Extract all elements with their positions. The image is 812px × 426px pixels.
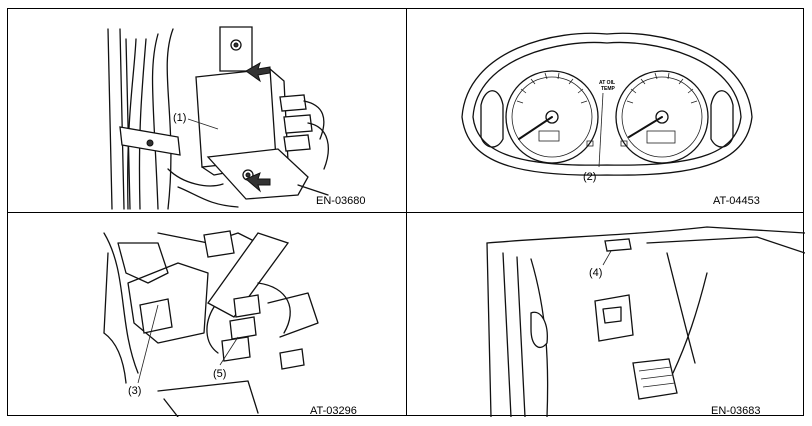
panel-tcm-unit: (1) EN-03680 xyxy=(8,9,406,212)
at-oil-temp-label: AT OIL xyxy=(599,80,616,86)
figure-code: AT-03296 xyxy=(310,405,357,417)
grid-divider-horizontal xyxy=(8,212,803,213)
panel-combination-meter: AT OIL TEMP (2) AT-04453 xyxy=(407,9,805,212)
figure-code: EN-03680 xyxy=(316,195,366,207)
callout-3: (3) xyxy=(128,385,142,397)
callout-1: (1) xyxy=(173,112,187,124)
callout-2: (2) xyxy=(583,171,597,183)
combination-meter-illustration xyxy=(461,32,753,176)
figure-code: AT-04453 xyxy=(713,195,760,207)
panel-footwell-connector: (4) EN-03683 xyxy=(407,213,805,417)
footwell-connector-illustration xyxy=(486,226,805,417)
panel-harness-connectors: (3) (5) AT-03296 xyxy=(8,213,406,417)
figure-code: EN-03683 xyxy=(711,405,761,417)
callout-4: (4) xyxy=(589,267,603,279)
at-oil-temp-label-2: TEMP xyxy=(601,86,615,92)
callout-5: (5) xyxy=(213,368,227,380)
harness-connectors-illustration xyxy=(103,230,319,417)
tcm-unit-illustration xyxy=(107,26,329,210)
figure-grid: (1) EN-03680 xyxy=(7,8,805,417)
